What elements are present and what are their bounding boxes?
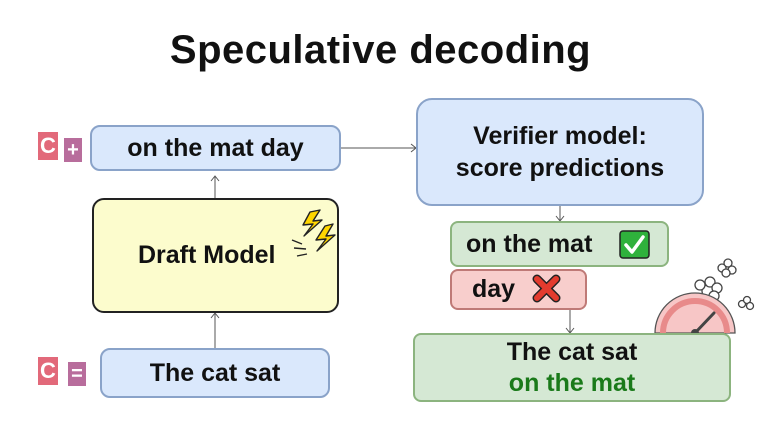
accepted-tokens-label: on the mat xyxy=(466,229,593,258)
verifier-line1: Verifier model: xyxy=(473,122,647,150)
verifier-line2: score predictions xyxy=(455,154,665,182)
arrowhead-draft-to-output xyxy=(210,175,220,182)
draft-model-label: Draft Model xyxy=(138,241,276,269)
verifier-model-box: Verifier model: score predictions xyxy=(416,98,704,206)
result-box: The cat sat on the mat xyxy=(413,333,731,402)
rejected-tokens-label: day xyxy=(472,275,516,303)
tag-c-top: C xyxy=(38,132,58,160)
tag-equals: = xyxy=(68,362,86,386)
draft-output-box: on the mat day xyxy=(90,125,341,171)
input-prompt-box: The cat sat xyxy=(100,348,330,398)
rejected-tokens-box: day xyxy=(450,269,587,310)
result-line1: The cat sat xyxy=(506,337,638,366)
arrowhead-input-to-draft xyxy=(210,312,220,319)
result-line2: on the mat xyxy=(508,368,636,397)
diagram-title: Speculative decoding xyxy=(169,28,592,72)
tag-plus: + xyxy=(64,138,82,162)
tag-c-bottom: C xyxy=(38,357,58,385)
